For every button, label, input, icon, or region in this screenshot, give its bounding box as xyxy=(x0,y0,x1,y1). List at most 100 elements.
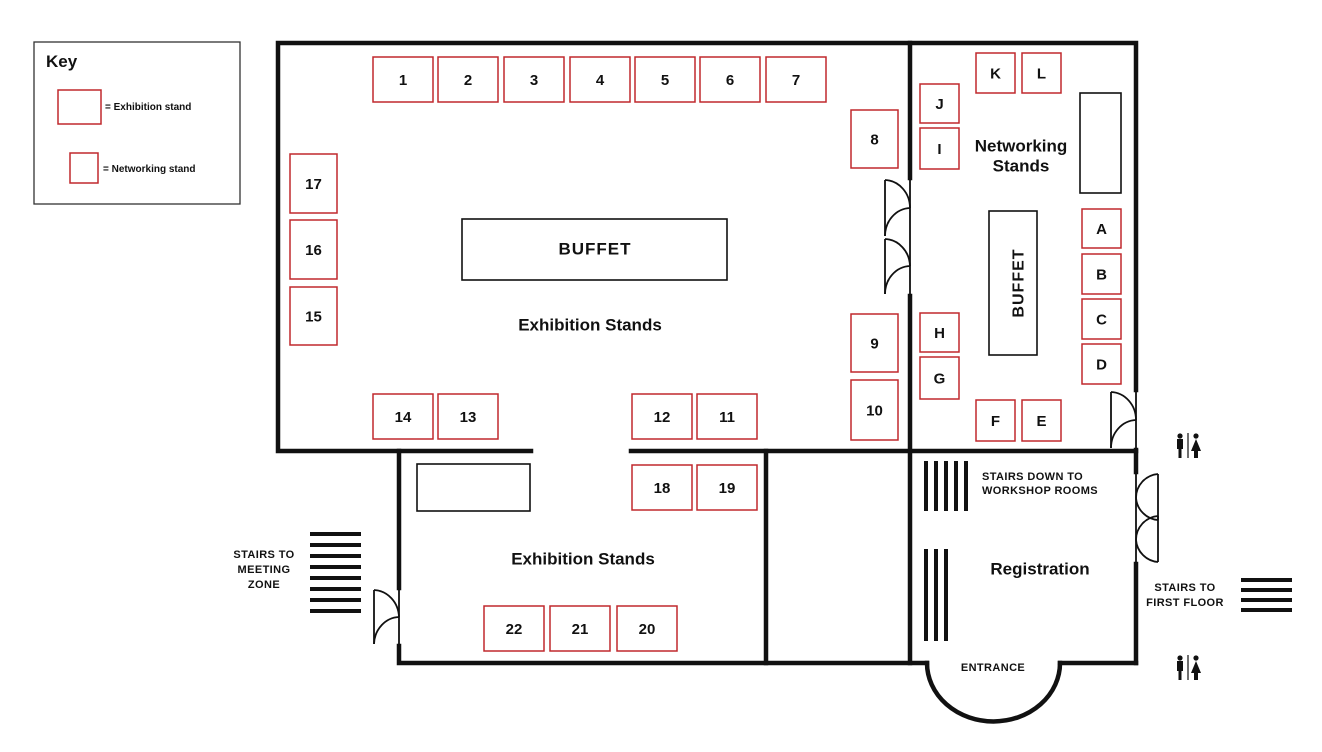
networking-stand-I: I xyxy=(919,127,960,170)
exhibition-stand-box xyxy=(696,393,758,440)
lower-table xyxy=(416,463,531,512)
registration-label: Registration xyxy=(990,560,1089,579)
networking-stand-label: D xyxy=(1096,357,1107,374)
networking-stand-L: L xyxy=(1021,52,1062,94)
exhibition-stand-label: 9 xyxy=(870,336,878,353)
networking-stand-box xyxy=(1021,52,1062,94)
wall-lower-south xyxy=(396,643,930,666)
networking-stand-box xyxy=(919,356,960,400)
exhibition-stand-2: 2 xyxy=(437,56,499,103)
exhibition-stand-label: 21 xyxy=(572,621,589,638)
exhibition-stand-box xyxy=(372,393,434,440)
stairs-meeting xyxy=(310,532,361,613)
networking-stand-box xyxy=(1081,298,1122,340)
exhibition-stand-14: 14 xyxy=(372,393,434,440)
exhibition-stand-label: 1 xyxy=(399,72,407,89)
networking-stand-swatch xyxy=(69,152,99,184)
stairs-first-floor-line1: STAIRS TO xyxy=(1154,582,1215,594)
exhibition-stand-label: 17 xyxy=(305,176,322,193)
exhibition-stand-6: 6 xyxy=(699,56,761,103)
exhibition-stand-label: 20 xyxy=(639,621,656,638)
exhibition-stand-box xyxy=(850,313,899,373)
exhibition-main-label: Exhibition Stands xyxy=(518,316,662,335)
networking-table xyxy=(1079,92,1122,194)
exhibition-stand-box xyxy=(699,56,761,103)
networking-stand-box xyxy=(919,127,960,170)
exhibition-stand-box xyxy=(289,153,338,214)
networking-stand-J: J xyxy=(919,83,960,124)
exhibition-stand-label: 18 xyxy=(654,480,671,497)
exhibition-stand-19: 19 xyxy=(696,464,758,511)
exhibition-stand-21: 21 xyxy=(549,605,611,652)
exhibition-stand-7: 7 xyxy=(765,56,827,103)
exhibition-stand-box xyxy=(289,286,338,346)
buffet-table-main xyxy=(461,218,728,281)
fixtures xyxy=(416,92,1122,512)
exhibition-stand-9: 9 xyxy=(850,313,899,373)
exhibition-stand-15: 15 xyxy=(289,286,338,346)
exhibition-stand-12: 12 xyxy=(631,393,693,440)
exhibition-stand-box xyxy=(549,605,611,652)
exhibition-stand-18: 18 xyxy=(631,464,693,511)
networking-stand-label: E xyxy=(1036,413,1046,430)
networking-stand-D: D xyxy=(1081,343,1122,385)
networking-stand-box xyxy=(975,399,1016,442)
exhibition-stand-1: 1 xyxy=(372,56,434,103)
exhibition-stand-8: 8 xyxy=(850,109,899,169)
networking-stand-G: G xyxy=(919,356,960,400)
networking-stand-label: I xyxy=(937,141,941,158)
stairs-meeting-line1: STAIRS TO xyxy=(233,549,294,561)
exhibition-stand-3: 3 xyxy=(503,56,565,103)
stairs-icon xyxy=(924,461,968,511)
key-networking-label: = Networking stand xyxy=(103,164,196,175)
networking-stand-C: C xyxy=(1081,298,1122,340)
door-icon xyxy=(884,178,911,237)
stairs-meeting-line3: ZONE xyxy=(248,579,280,591)
door-icon xyxy=(1135,472,1159,564)
networking-stand-B: B xyxy=(1081,253,1122,295)
exhibition-stand-box xyxy=(765,56,827,103)
networking-stand-box xyxy=(975,52,1016,94)
exhibition-stand-label: 16 xyxy=(305,242,322,259)
buffet-networking-label: BUFFET xyxy=(1011,248,1028,317)
networking-stand-E: E xyxy=(1021,399,1062,442)
key-legend: Key = Exhibition stand = Networking stan… xyxy=(33,41,241,205)
restroom-icon xyxy=(1177,433,1201,458)
exhibition-stand-box xyxy=(634,56,696,103)
networking-stand-label: C xyxy=(1096,312,1107,329)
exhibition-stand-16: 16 xyxy=(289,219,338,280)
stairs-icon xyxy=(924,549,948,641)
exhibition-stand-5: 5 xyxy=(634,56,696,103)
exhibition-stand-label: 7 xyxy=(792,72,800,89)
exhibition-stand-17: 17 xyxy=(289,153,338,214)
exhibition-stand-box xyxy=(850,379,899,441)
stairs-first-floor-line2: FIRST FLOOR xyxy=(1146,597,1224,609)
exhibition-stand-label: 6 xyxy=(726,72,734,89)
networking-stand-A: A xyxy=(1081,208,1122,249)
door-icon xyxy=(884,237,911,296)
stairs-first-floor xyxy=(1241,578,1292,612)
exhibition-stand-11: 11 xyxy=(696,393,758,440)
exhibition-stand-box xyxy=(616,605,678,652)
stairs-icon xyxy=(1241,578,1292,612)
exhibition-stand-22: 22 xyxy=(483,605,545,652)
exhibition-stand-label: 2 xyxy=(464,72,472,89)
exhibition-stand-4: 4 xyxy=(569,56,631,103)
key-exhibition-label: = Exhibition stand xyxy=(105,102,191,113)
exhibition-stand-10: 10 xyxy=(850,379,899,441)
stairs-icon xyxy=(310,532,361,613)
exhibition-stand-label: 19 xyxy=(719,480,736,497)
exhibition-stand-box xyxy=(696,464,758,511)
stairs-meeting-line2: MEETING xyxy=(238,564,291,576)
exhibition-stand-label: 13 xyxy=(460,409,477,426)
exhibition-stand-box xyxy=(289,219,338,280)
buffet-main-label: BUFFET xyxy=(558,240,631,259)
key-title: Key xyxy=(46,52,78,71)
exhibition-stand-box xyxy=(631,464,693,511)
exhibition-stand-box xyxy=(569,56,631,103)
exhibition-stand-box xyxy=(503,56,565,103)
stairs-workshop xyxy=(924,461,968,511)
networking-stand-box xyxy=(1081,343,1122,385)
networking-stand-label: L xyxy=(1037,66,1046,83)
